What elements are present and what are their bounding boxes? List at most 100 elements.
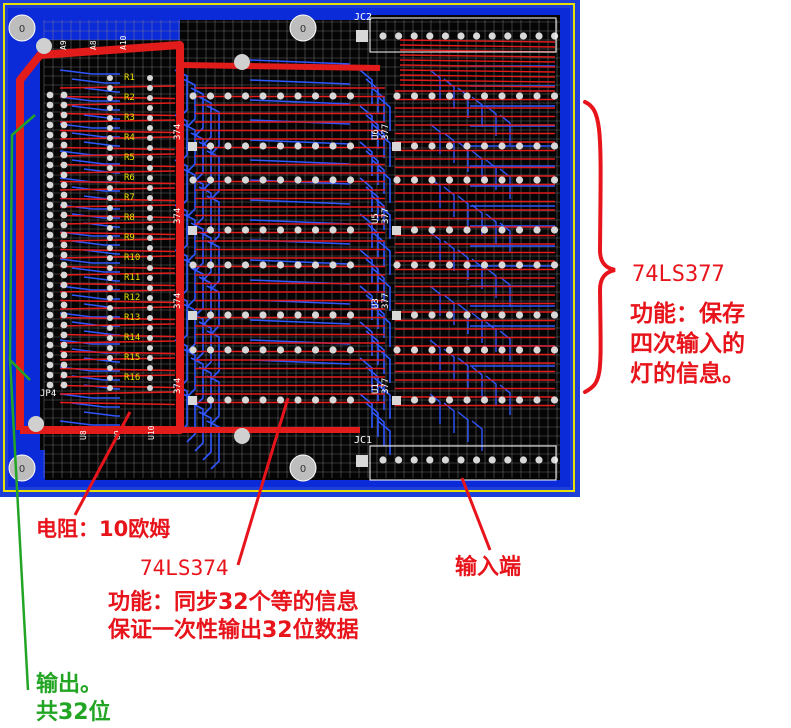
blue-trace bbox=[485, 213, 497, 244]
output-header-pad bbox=[46, 311, 54, 319]
output-header-pad bbox=[46, 351, 54, 359]
resistor-refdes: R6 bbox=[124, 173, 135, 183]
top-pin-label: A8 bbox=[89, 40, 98, 50]
ls377-pad bbox=[550, 92, 559, 100]
resistor-pad bbox=[147, 185, 153, 191]
ls377-pad bbox=[515, 92, 524, 100]
resistor-pad bbox=[147, 195, 153, 201]
ls377-pad bbox=[428, 176, 436, 184]
ls374-pad bbox=[311, 142, 320, 150]
blue-trace bbox=[182, 168, 196, 218]
output-header-pad bbox=[60, 361, 68, 369]
output-header-pad bbox=[46, 181, 54, 189]
ls377-pad bbox=[463, 176, 471, 184]
blue-trace bbox=[198, 366, 212, 416]
blue-trace bbox=[377, 420, 391, 455]
bus-via bbox=[36, 38, 52, 54]
mounting-hole bbox=[289, 454, 317, 482]
output-header-label: JP4 bbox=[40, 389, 56, 399]
ls374-pad bbox=[311, 176, 320, 184]
pin1-square-pad bbox=[392, 396, 401, 405]
blue-trace bbox=[377, 312, 391, 347]
resistor-note: 电阻：10欧姆 bbox=[36, 517, 171, 541]
jc2-pad bbox=[379, 32, 387, 40]
pcb-board bbox=[0, 0, 580, 497]
blue-trace bbox=[182, 348, 196, 398]
ls377-pad bbox=[515, 346, 524, 354]
blue-trace bbox=[359, 249, 373, 284]
pin1-square-pad bbox=[188, 396, 197, 405]
blue-trace bbox=[443, 132, 455, 163]
resistor-pad bbox=[147, 265, 153, 271]
blue-trace bbox=[71, 78, 120, 84]
resistor-pad bbox=[107, 235, 113, 241]
ls374-pad bbox=[241, 92, 250, 100]
mounting-hole-label: 0 bbox=[300, 24, 306, 35]
ls377-pad bbox=[410, 346, 419, 354]
ls377-pad bbox=[480, 261, 489, 269]
ls374-pad bbox=[294, 92, 302, 100]
output-header-pad bbox=[46, 121, 54, 129]
ls374-pad bbox=[294, 261, 302, 269]
resistor-pad bbox=[147, 315, 153, 321]
mounting-hole bbox=[8, 14, 36, 42]
jc2-pad bbox=[535, 32, 543, 40]
bottom-pin-label: U10 bbox=[147, 425, 156, 440]
resistor-refdes: R9 bbox=[124, 233, 135, 243]
red-trace bbox=[59, 272, 176, 276]
jc1-pad bbox=[519, 456, 528, 464]
blue-trace bbox=[359, 105, 373, 140]
jc2-pad bbox=[504, 32, 512, 40]
blue-trace bbox=[83, 168, 120, 174]
ls377-pad bbox=[463, 226, 471, 234]
red-trace bbox=[399, 64, 556, 68]
blue-trace bbox=[499, 330, 511, 361]
ls374-pad bbox=[241, 142, 250, 150]
blue-trace bbox=[71, 159, 120, 165]
jc2-pad bbox=[441, 32, 449, 40]
output-header-pad bbox=[60, 151, 68, 159]
red-trace bbox=[59, 163, 176, 168]
red-trace bbox=[59, 316, 176, 321]
output-header-pad bbox=[60, 311, 68, 319]
blue-trace bbox=[206, 420, 220, 470]
output-header-pad bbox=[60, 381, 68, 389]
output-callout-line bbox=[8, 114, 36, 691]
red-trace bbox=[399, 54, 556, 58]
ls374-callout-line bbox=[236, 397, 290, 566]
ls377-pad bbox=[463, 261, 471, 269]
ls374-pad bbox=[311, 226, 320, 234]
red-trace bbox=[399, 44, 556, 48]
ls377-pad bbox=[445, 92, 454, 100]
red-trace bbox=[59, 248, 176, 253]
resistor-pad bbox=[107, 155, 113, 161]
ls377-pad bbox=[533, 396, 541, 404]
ls374-pad bbox=[276, 261, 285, 269]
ls377-pad bbox=[428, 346, 436, 354]
board-area-top bbox=[180, 20, 370, 50]
resistor-pad bbox=[147, 275, 153, 281]
output-header-pad bbox=[60, 341, 68, 349]
output-header-pad bbox=[46, 261, 54, 269]
ls374-type: 374 bbox=[173, 208, 183, 224]
ls374-pad bbox=[276, 92, 285, 100]
ls374-pad bbox=[206, 346, 215, 354]
ls377-refdes: U3 bbox=[371, 298, 381, 309]
ls377-pad bbox=[410, 176, 419, 184]
ls377-refdes: U5 bbox=[371, 213, 381, 224]
blue-trace bbox=[249, 159, 351, 165]
jc2-label: JC2 bbox=[354, 12, 372, 23]
blue-trace bbox=[457, 411, 469, 442]
resistor-pad bbox=[147, 335, 153, 341]
output-header-pad bbox=[46, 381, 54, 389]
top-pin-label: A10 bbox=[119, 35, 128, 50]
output-header-pad bbox=[60, 321, 68, 329]
mounting-hole bbox=[289, 14, 317, 42]
resistor-pad bbox=[147, 305, 153, 311]
ls374-pad bbox=[311, 92, 320, 100]
ls374-pad bbox=[259, 176, 267, 184]
ls377-pad bbox=[498, 142, 506, 150]
red-trace bbox=[59, 255, 176, 259]
